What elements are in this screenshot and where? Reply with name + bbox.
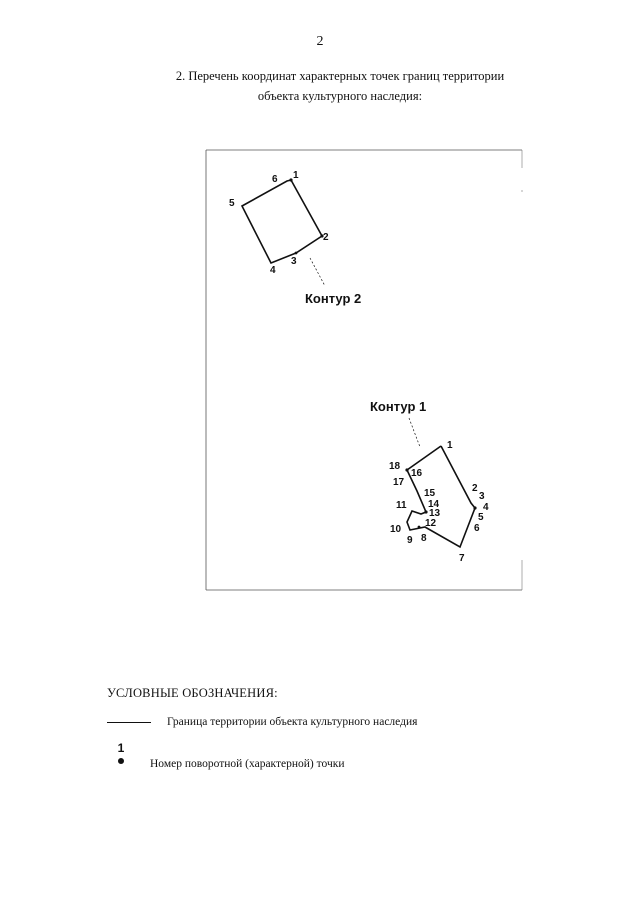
point-number-symbol: 1: [114, 742, 128, 764]
contour-1-name: Контур 1: [370, 399, 426, 414]
contour-1-point-label: 6: [474, 523, 480, 534]
contour-1-point-label: 15: [424, 488, 436, 499]
contour-1-point-label: 10: [390, 524, 402, 535]
contour-1-leader-line: [408, 417, 421, 448]
contour-1-point-label: 12: [425, 518, 437, 529]
contour-2-name: Контур 2: [305, 291, 361, 306]
contour-2-boundary: [240, 179, 324, 265]
contour-1-point-label: 8: [421, 533, 427, 544]
boundary-line-symbol: [107, 721, 151, 723]
contour-2: 6 1 5 2 4 3 Контур 2: [229, 170, 361, 306]
contour-2-point-label: 1: [293, 170, 299, 181]
contour-1-point-label: 13: [429, 508, 441, 519]
contour-1: Контур 1 1 18 16 17 2 3 4 5 6 15 14 11 1…: [370, 399, 489, 564]
contour-2-point-label: 3: [291, 256, 297, 267]
contour-2-point-label: 5: [229, 198, 235, 209]
legend-point-row: Номер поворотной (характерной) точки: [150, 758, 344, 770]
section-heading-line-1: 2. Перечень координат характерных точек …: [175, 69, 505, 83]
legend-point-label: Номер поворотной (характерной) точки: [150, 758, 345, 770]
contour-1-point-label: 2: [472, 483, 478, 494]
point-number-sample: 1: [117, 741, 125, 755]
contour-1-point-label: 11: [396, 500, 407, 511]
contour-1-point-label: 16: [411, 468, 423, 479]
point-dot-icon: [118, 758, 124, 764]
legend-title: УСЛОВНЫЕ ОБОЗНАЧЕНИЯ:: [107, 686, 278, 700]
contour-1-point-label: 9: [407, 535, 413, 546]
legend-boundary-row: Граница территории объекта культурного н…: [107, 716, 417, 728]
legend-boundary-label: Граница территории объекта культурного н…: [167, 716, 418, 728]
contour-1-point-label: 3: [479, 491, 485, 502]
contour-1-point-label: 14: [428, 499, 440, 510]
contour-1-point-label: 17: [393, 477, 405, 488]
contour-1-point-label: 5: [478, 512, 484, 523]
contour-2-leader-line: [309, 257, 326, 287]
page-number: 2: [316, 34, 324, 49]
contour-1-point-label: 1: [447, 440, 453, 451]
section-heading-line-2: объекта культурного наследия:: [257, 89, 423, 103]
contour-2-point-label: 2: [323, 232, 329, 243]
contour-1-boundary: [405, 445, 476, 549]
contour-1-point-label: 7: [459, 553, 465, 564]
contour-1-point-label: 4: [483, 502, 489, 513]
contour-1-point-label: 18: [389, 461, 401, 472]
contour-2-point-label: 6: [272, 174, 278, 185]
contour-2-point-label: 4: [270, 265, 276, 276]
section-heading: 2. Перечень координат характерных точек …: [150, 66, 530, 106]
map-frame-border: [205, 149, 523, 591]
